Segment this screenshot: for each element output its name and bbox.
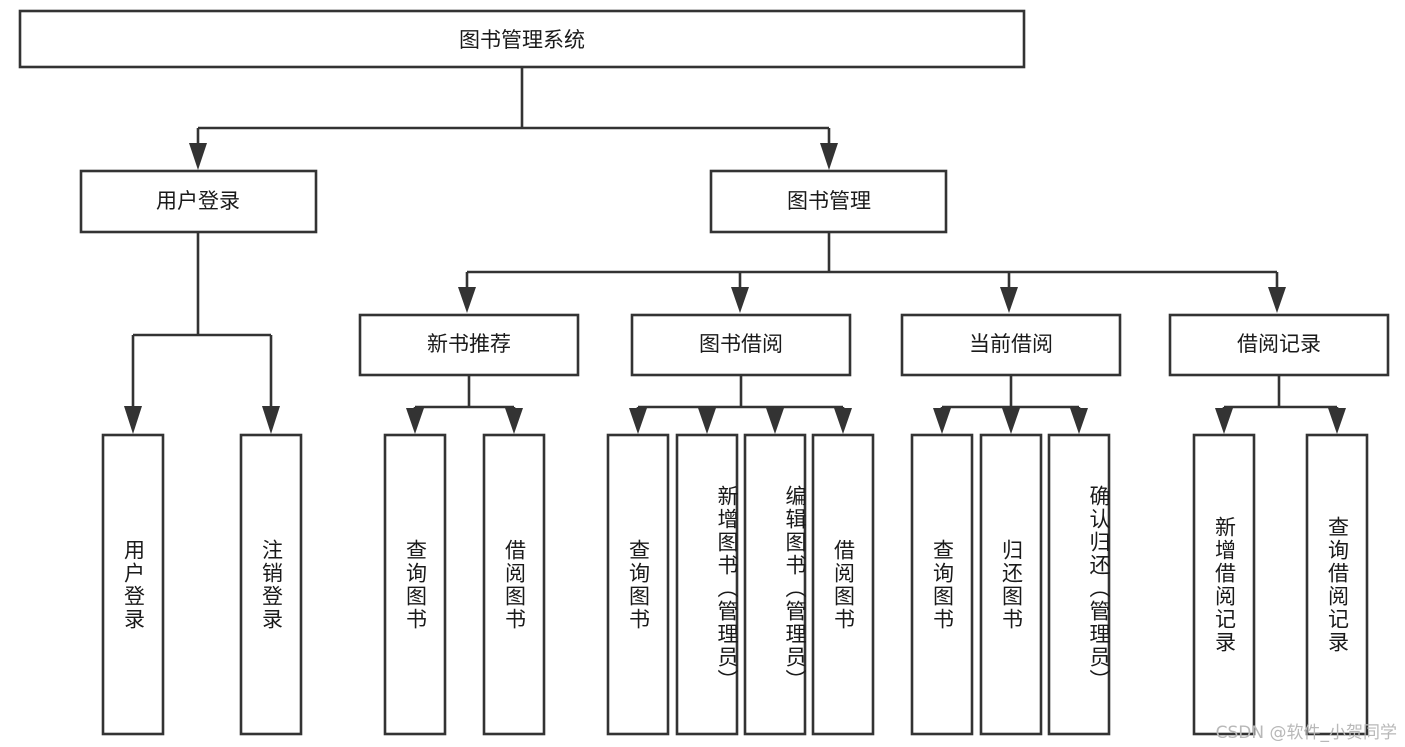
new-book-recommend-box-label: 新书推荐	[427, 332, 511, 356]
leaf-box-query-book-2[interactable]	[606, 433, 670, 736]
leaf-box-add-record[interactable]	[1192, 433, 1256, 736]
book-manage-box-label: 图书管理	[787, 189, 871, 213]
node-borrow-record[interactable]: 借阅记录	[1168, 313, 1390, 377]
arrow-head-leaf-borrow-book-1	[505, 408, 523, 434]
node-book-manage[interactable]: 图书管理	[709, 169, 948, 234]
node-current-borrow[interactable]: 当前借阅	[900, 313, 1122, 377]
arrow-head-book-borrow	[731, 287, 749, 313]
borrow-record-box-label: 借阅记录	[1237, 332, 1321, 356]
arrow-head-leaf-query-book-2	[629, 408, 647, 434]
borrow-record-box-rect	[1168, 313, 1390, 377]
arrow-head-current-borrow	[1000, 287, 1018, 313]
leaf-box-query-book-3[interactable]	[910, 433, 974, 736]
connector-book-borrow-to-leaves	[629, 375, 852, 434]
connector-book-manage-to-level3	[458, 232, 1286, 313]
leaf-box-confirm-return[interactable]	[1047, 433, 1111, 736]
connector-current-borrow-to-leaves	[933, 375, 1088, 434]
current-borrow-box-label: 当前借阅	[969, 332, 1053, 356]
arrow-head-borrow-record	[1268, 287, 1286, 313]
leaf-box-query-record[interactable]	[1305, 433, 1369, 736]
book-borrow-box-label: 图书借阅	[699, 332, 783, 356]
user-login-box-label: 用户登录	[156, 189, 240, 213]
leaf-box-logout[interactable]	[239, 433, 303, 736]
arrow-head-leaf-confirm-return	[1070, 408, 1088, 434]
leaf-box-add-book[interactable]	[675, 433, 739, 736]
arrow-head-leaf-logout	[262, 406, 280, 434]
arrow-head-leaf-query-book-1	[406, 408, 424, 434]
arrow-head-leaf-user-login	[124, 406, 142, 434]
connector-new-book-to-leaves	[406, 375, 523, 434]
node-user-login[interactable]: 用户登录	[79, 169, 318, 234]
arrow-head-leaf-borrow-book-2	[834, 408, 852, 434]
arrow-head-leaf-add-record	[1215, 408, 1233, 434]
arrow-head-leaf-add-book	[698, 408, 716, 434]
connector-root-to-level2	[189, 67, 838, 170]
arrow-head-user-login	[189, 143, 207, 170]
csdn-watermark: CSDN @软件_小贺同学	[1215, 723, 1397, 743]
root-box-rect	[18, 9, 1026, 69]
book-borrow-box-rect	[630, 313, 852, 377]
connector-user-login-to-leaves	[124, 232, 280, 434]
node-new-book-recommend[interactable]: 新书推荐	[358, 313, 580, 377]
leaf-box-user-login[interactable]	[101, 433, 165, 736]
node-root[interactable]: 图书管理系统	[18, 9, 1026, 69]
node-book-borrow[interactable]: 图书借阅	[630, 313, 852, 377]
leaf-box-return-book[interactable]	[979, 433, 1043, 736]
leaf-box-edit-book[interactable]	[743, 433, 807, 736]
root-box-label: 图书管理系统	[459, 28, 585, 52]
leaf-box-borrow-book-2[interactable]	[811, 433, 875, 736]
current-borrow-box-rect	[900, 313, 1122, 377]
book-manage-box-rect	[709, 169, 948, 234]
arrow-head-leaf-query-record	[1328, 408, 1346, 434]
arrow-head-leaf-edit-book	[766, 408, 784, 434]
connector-borrow-record-to-leaves	[1215, 375, 1346, 434]
new-book-recommend-box-rect	[358, 313, 580, 377]
arrow-head-new-book	[458, 287, 476, 313]
leaf-box-borrow-book-1[interactable]	[482, 433, 546, 736]
arrow-head-leaf-query-book-3	[933, 408, 951, 434]
arrow-head-leaf-return-book	[1002, 408, 1020, 434]
arrow-head-book-manage	[820, 143, 838, 170]
leaf-box-query-book-1[interactable]	[383, 433, 447, 736]
